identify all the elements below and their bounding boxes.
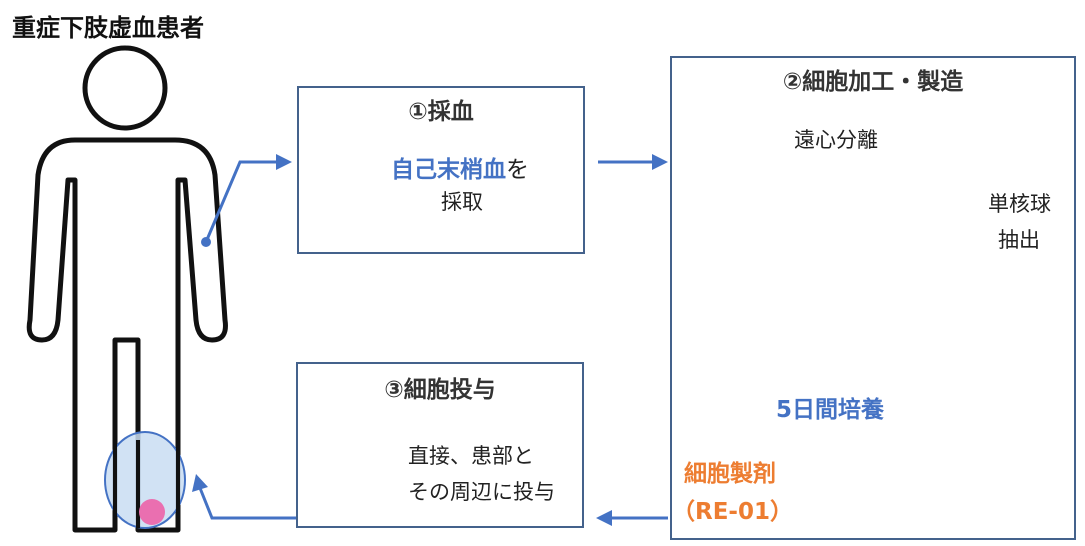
step2-title: ②細胞加工・製造: [782, 69, 964, 95]
arrow-to-patient: [198, 487, 296, 520]
extract-label-line1: 単核球: [988, 192, 1051, 216]
blood-draw-connector: [204, 160, 280, 243]
step3-box: [296, 362, 584, 528]
step2-box: [670, 56, 1076, 540]
step3-description-line1: 直接、患部と: [408, 444, 534, 468]
step1-description-line2: 採取: [441, 190, 483, 214]
step3-title: ③細胞投与: [384, 377, 496, 403]
step1-description-line1: 自己末梢血を: [391, 150, 529, 184]
culture-label: 5日間培養: [776, 397, 885, 423]
blood-draw-point: [201, 237, 211, 247]
step1-highlight: 自己末梢血: [391, 157, 506, 183]
injection-spot: [139, 499, 165, 525]
product-label-line2: （RE-01）: [672, 499, 793, 525]
injection-area: [104, 431, 186, 529]
step3-description-line2: その周辺に投与: [408, 480, 555, 504]
step1-box: [297, 86, 585, 254]
centrifuge-label: 遠心分離: [794, 128, 878, 152]
step1-suffix: を: [506, 157, 529, 183]
product-label-line1: 細胞製剤: [684, 461, 776, 487]
extract-label-line2: 抽出: [998, 228, 1040, 252]
step1-title: ①採血: [408, 99, 474, 125]
patient-title: 重症下肢虚血患者: [12, 14, 204, 42]
patient-head: [82, 45, 168, 131]
